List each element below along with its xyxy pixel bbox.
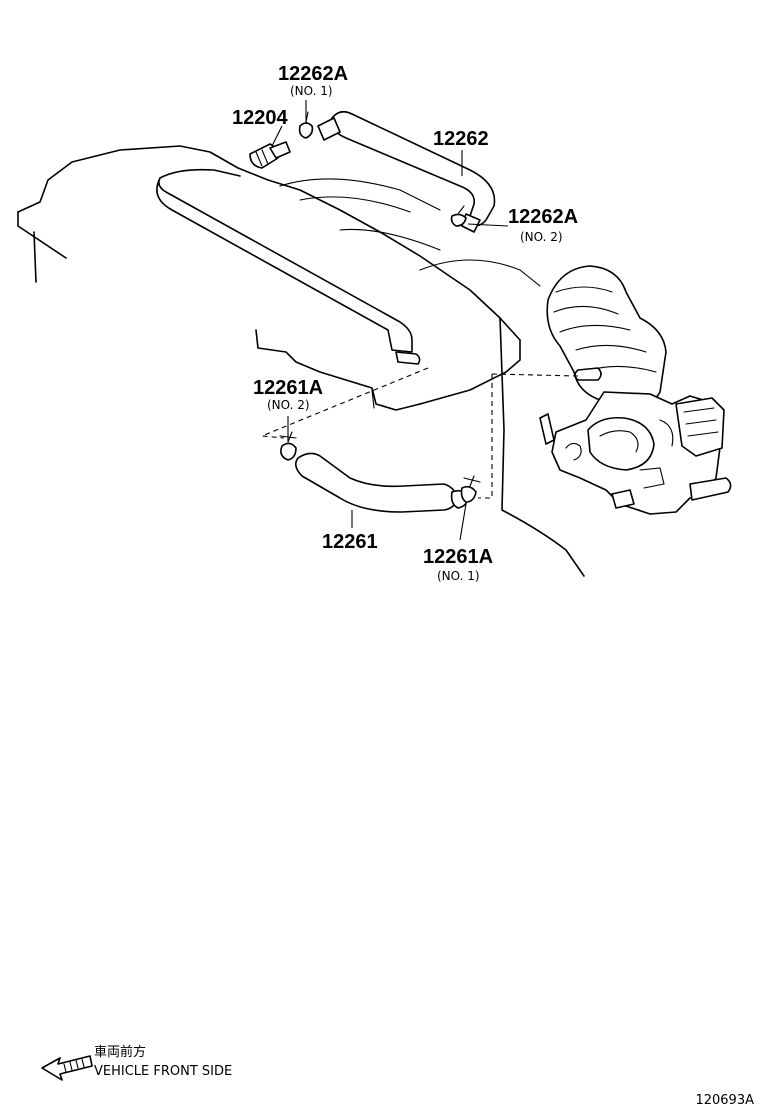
callout-sub: (NO. 2) — [520, 230, 563, 244]
legend-english: VEHICLE FRONT SIDE — [94, 1064, 232, 1079]
callout-12261a-no1: 12261A (NO. 1) — [423, 546, 493, 583]
clip-12261a-no2 — [279, 431, 297, 461]
throttle-body — [539, 265, 732, 515]
figure-code: 120693A — [695, 1093, 754, 1108]
legend-japanese: 車両前方 — [94, 1044, 146, 1060]
engine-cover — [17, 145, 585, 577]
callout-sub: (NO. 2) — [267, 398, 310, 412]
callout-12262a-no1: 12262A (NO. 1) — [278, 63, 348, 98]
front-arrow-icon — [41, 1055, 93, 1081]
callout-12262: 12262 — [433, 128, 489, 150]
callout-number: 12261A — [423, 546, 493, 568]
callout-sub: (NO. 1) — [290, 84, 333, 98]
callout-sub: (NO. 1) — [437, 569, 480, 583]
vehicle-front-legend: 車両前方 VEHICLE FRONT SIDE — [41, 1044, 232, 1081]
callout-number: 12261A — [253, 377, 323, 399]
callout-number: 12262A — [278, 63, 348, 85]
callout-12204: 12204 — [232, 107, 288, 129]
callout-12261a-no2: 12261A (NO. 2) — [253, 377, 323, 412]
pcv-valve-12204 — [249, 141, 291, 169]
clip-12262a-no2 — [450, 205, 467, 227]
callout-number: 12204 — [232, 107, 288, 129]
leader-lines — [271, 100, 509, 541]
callout-12262a-no2: 12262A (NO. 2) — [508, 206, 578, 244]
callout-number: 12262A — [508, 206, 578, 228]
callout-number: 12261 — [322, 531, 378, 553]
hose-12261 — [294, 452, 469, 513]
callout-12261: 12261 — [322, 531, 378, 553]
callout-number: 12262 — [433, 128, 489, 150]
clip-12261a-no1 — [460, 475, 481, 503]
